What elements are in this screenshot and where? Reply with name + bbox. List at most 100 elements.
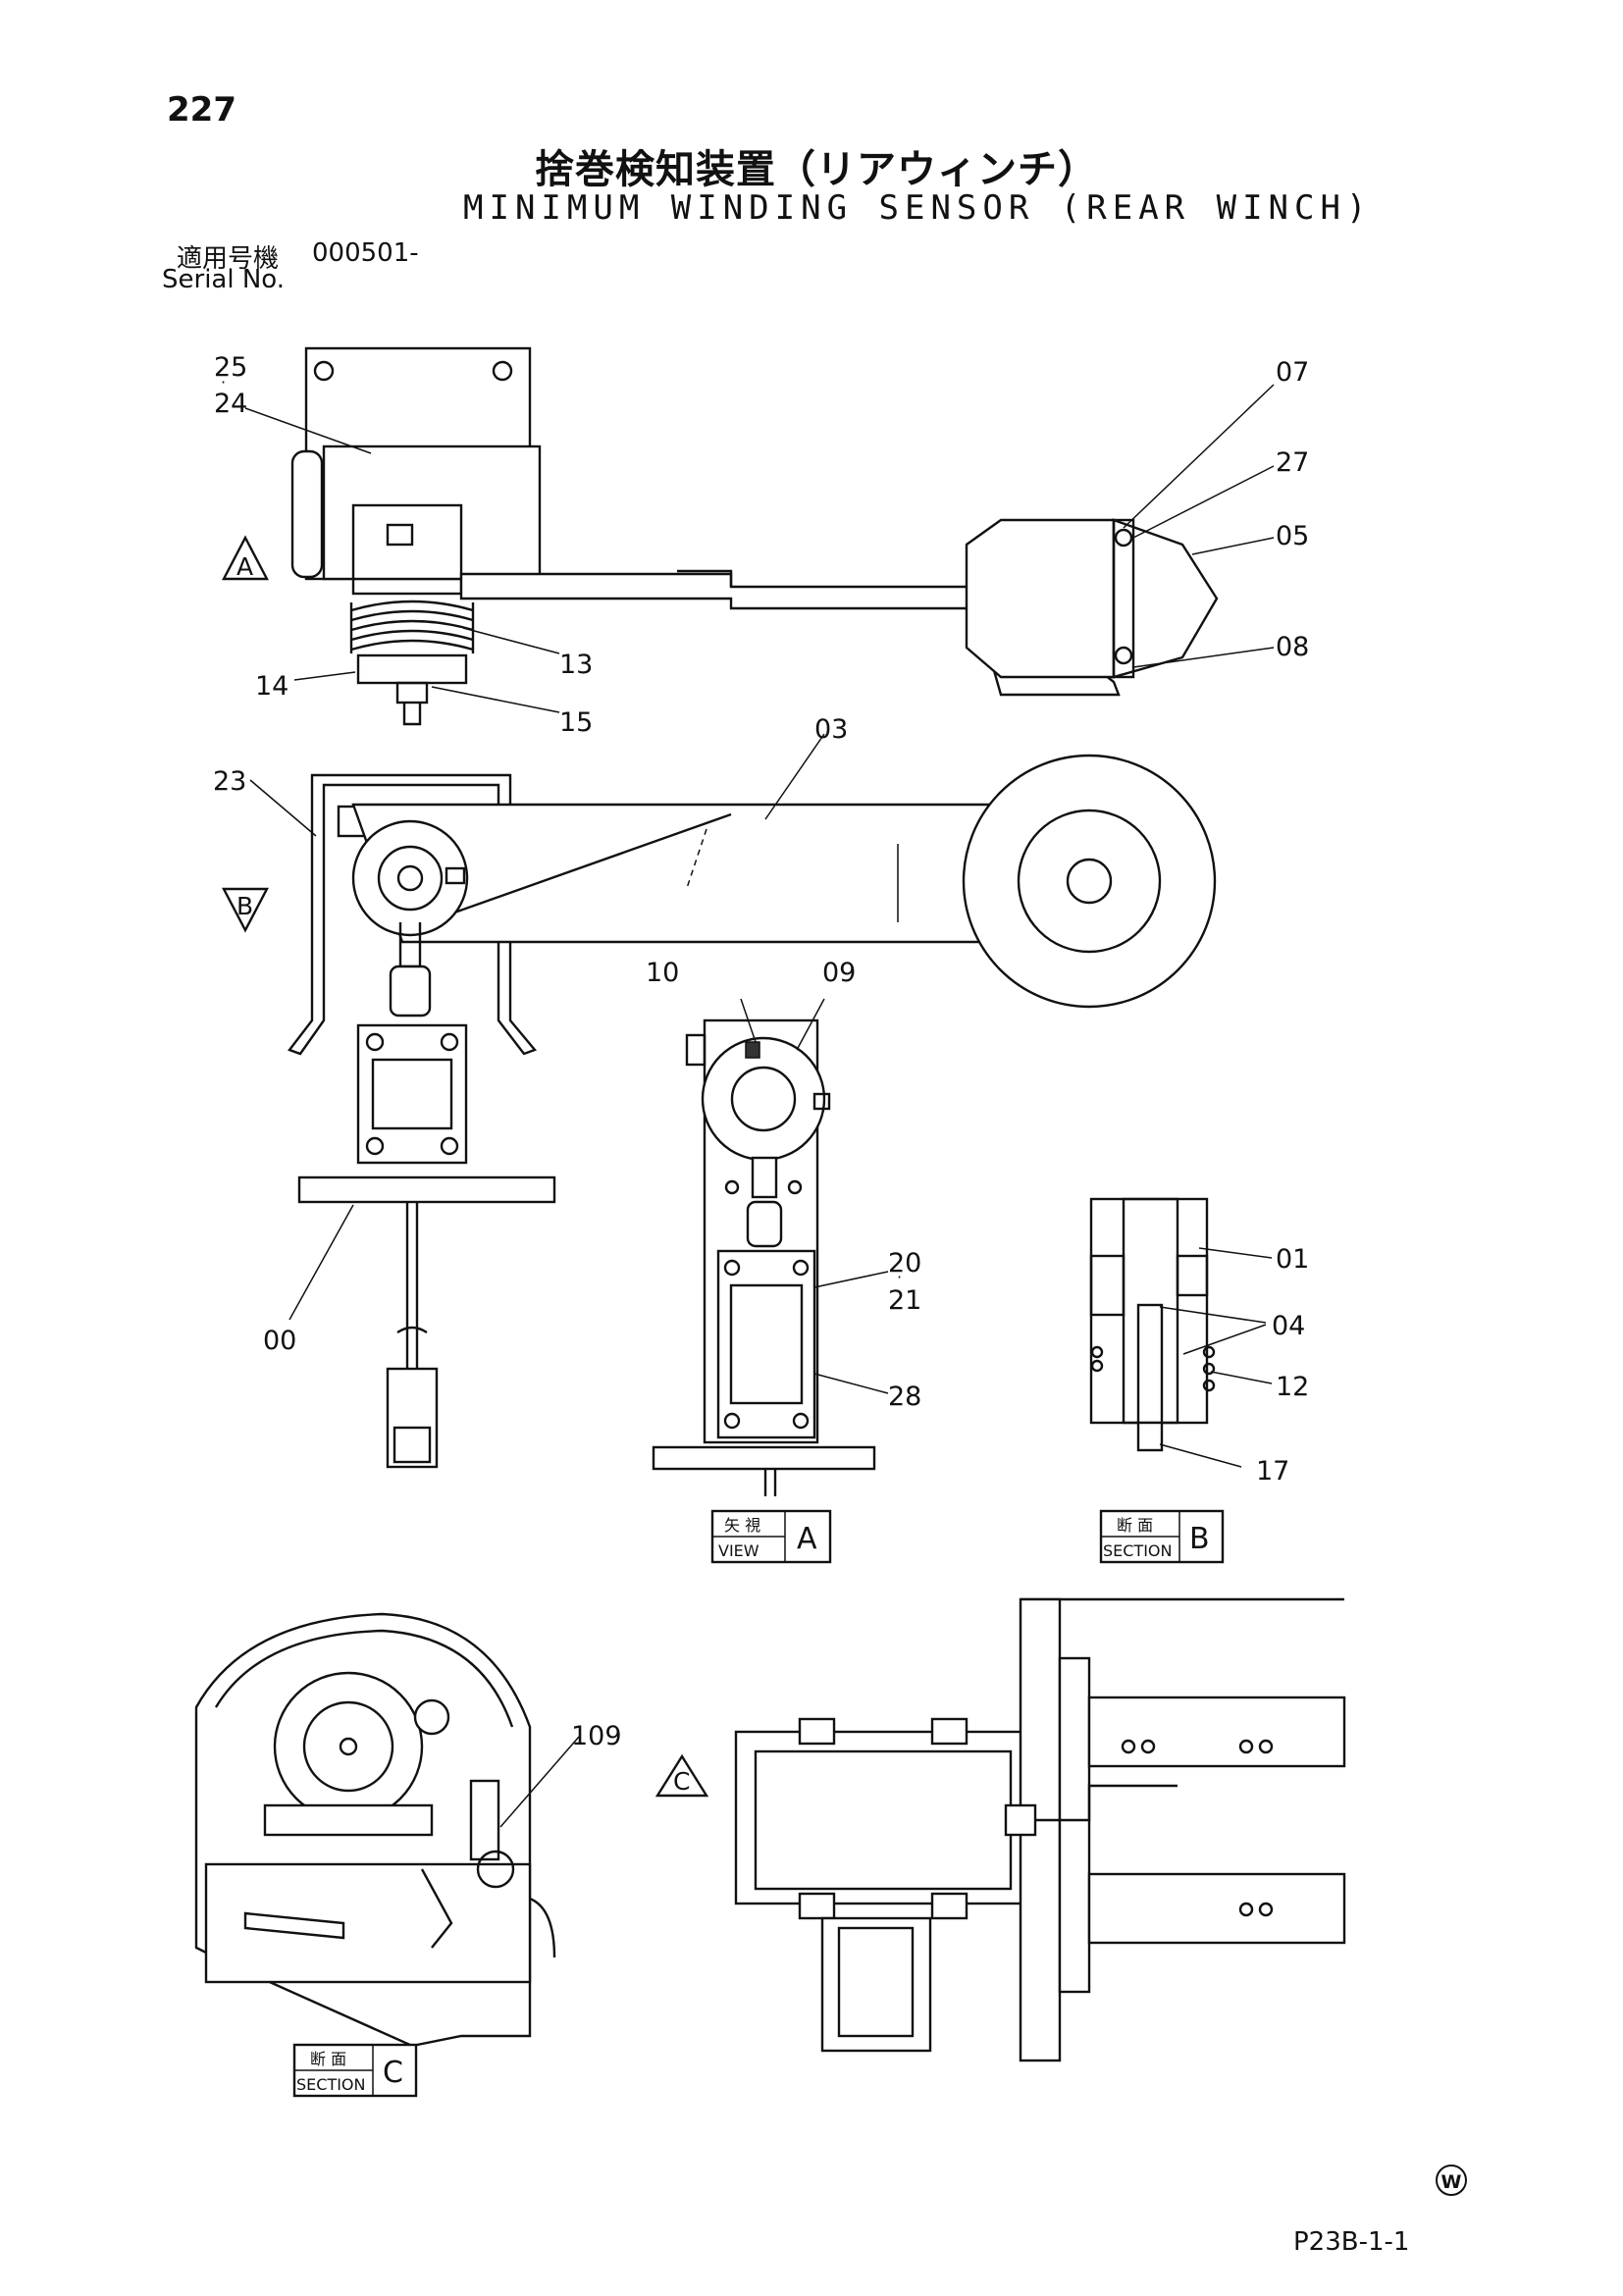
frame-beam-top — [1087, 1696, 1346, 1768]
sensor-box-plan — [1004, 1803, 1037, 1837]
arm-gusset — [426, 812, 732, 924]
weight-housing — [965, 518, 1116, 679]
section-b-label-letter: B — [1189, 1522, 1210, 1556]
view-a-plunger — [746, 1200, 783, 1248]
callout-10: 10 — [646, 958, 679, 988]
switch-plunger — [389, 965, 432, 1018]
leader-17 — [1159, 1443, 1242, 1468]
cable-c — [529, 1897, 556, 1958]
leader-23 — [249, 779, 317, 837]
leader-20 — [813, 1271, 889, 1288]
callout-13: 13 — [559, 650, 593, 680]
callout-05: 05 — [1276, 521, 1309, 551]
leader-10 — [740, 998, 757, 1043]
guide-pulley — [413, 1698, 450, 1736]
callout-20: 20 — [888, 1248, 921, 1278]
callout-21: 21 — [888, 1285, 921, 1316]
winch-lug-tr — [930, 1717, 969, 1746]
view-a-label-letter: A — [797, 1522, 817, 1556]
view-a-tab — [685, 1033, 707, 1067]
weight-bolt-top — [1114, 528, 1133, 548]
leader-01 — [1198, 1247, 1273, 1259]
switch-cover — [371, 1058, 453, 1130]
callout-12: 12 — [1276, 1372, 1309, 1402]
cable-break — [396, 1326, 428, 1334]
title-english: MINIMUM WINDING SENSOR (REAR WINCH) — [463, 188, 1373, 228]
limit-switch-body — [356, 1023, 468, 1165]
section-c-drawing: 109 断 面 SECTION C — [194, 1612, 622, 2098]
plan-view: 23 03 00 B — [213, 714, 1217, 1469]
callout-07: 07 — [1276, 357, 1309, 388]
sensor-bracket-c — [469, 1779, 500, 1861]
pivot-block — [351, 503, 463, 596]
wheel-rim — [1017, 809, 1162, 954]
view-marker-a-arrow — [222, 535, 269, 581]
section-b-label-ja: 断 面 — [1117, 1516, 1153, 1535]
leader-07 — [1123, 384, 1275, 529]
svg-text:·: · — [897, 1268, 902, 1286]
wheel-outer — [962, 754, 1217, 1009]
winch-lug-tl — [798, 1717, 836, 1746]
callout-27: 27 — [1276, 447, 1309, 478]
view-a-screw — [745, 1041, 760, 1059]
leader-14 — [293, 671, 356, 681]
drum-base — [263, 1803, 434, 1837]
collar-screw — [445, 866, 466, 885]
leader-12 — [1210, 1371, 1273, 1384]
weight-plate — [1112, 518, 1135, 679]
leader-24 — [244, 407, 372, 454]
w-mark-logo: W — [1436, 2165, 1467, 2196]
connector — [386, 1367, 439, 1469]
callout-17: 17 — [1256, 1456, 1289, 1487]
callout-14: 14 — [255, 671, 288, 702]
leader-27 — [1132, 465, 1275, 539]
pivot-collar-inner — [377, 845, 444, 912]
view-marker-b-arrow — [222, 887, 269, 933]
sensor-linkage — [420, 1868, 453, 1949]
plan-bracket — [288, 773, 538, 1056]
switch-mount — [243, 1911, 345, 1940]
serial-label-english: Serial No. — [162, 265, 285, 294]
callout-24: 24 — [214, 389, 247, 419]
left-roller — [290, 449, 324, 579]
callout-03: 03 — [814, 714, 848, 745]
bracket-hole-left — [313, 360, 335, 382]
winch-outer-frame — [734, 1730, 1032, 1905]
torsion-spring — [349, 600, 475, 653]
page-number: 227 — [167, 90, 236, 130]
view-a-label-ja: 矢 視 — [724, 1516, 760, 1535]
drum-hub — [273, 1671, 424, 1822]
callout-01: 01 — [1276, 1244, 1309, 1275]
frame-beam-bottom — [1087, 1872, 1346, 1945]
view-a-switch-body — [716, 1249, 816, 1439]
serial-number-value: 000501- — [312, 238, 419, 268]
callout-04: 04 — [1272, 1311, 1305, 1341]
plan-cable — [1035, 1784, 1178, 1822]
winch-plan-view: C — [654, 1597, 1346, 2062]
drum-flange — [214, 1629, 514, 1728]
bracket-hole-right — [492, 360, 513, 382]
section-b-shaft — [1136, 1303, 1164, 1425]
pivot-collar — [351, 819, 469, 937]
view-a-base — [652, 1445, 876, 1471]
view-marker-b: B — [236, 892, 253, 920]
winch-lug-bl — [798, 1892, 836, 1920]
leader-28 — [813, 1373, 889, 1394]
callout-08: 08 — [1276, 632, 1309, 662]
leader-03 — [764, 733, 825, 820]
frame-rail-inner — [1058, 1656, 1091, 1994]
callout-00: 00 — [263, 1326, 296, 1356]
leader-109 — [499, 1736, 580, 1828]
wheel-hub — [1066, 858, 1113, 905]
arm-bend — [677, 569, 733, 587]
leader-13 — [462, 627, 560, 654]
pivot-housing — [322, 444, 542, 581]
callout-23: 23 — [213, 766, 246, 797]
callout-109: 109 — [571, 1721, 622, 1751]
section-b-label-en: SECTION — [1103, 1541, 1173, 1560]
section-b-drawing: 01 04 12 17 断 面 SECTION B — [1089, 1197, 1309, 1564]
section-c-label-ja: 断 面 — [310, 2050, 346, 2068]
view-a-collar-bore — [730, 1066, 797, 1132]
callout-09: 09 — [822, 958, 856, 988]
drum-hub-inner — [302, 1700, 394, 1793]
